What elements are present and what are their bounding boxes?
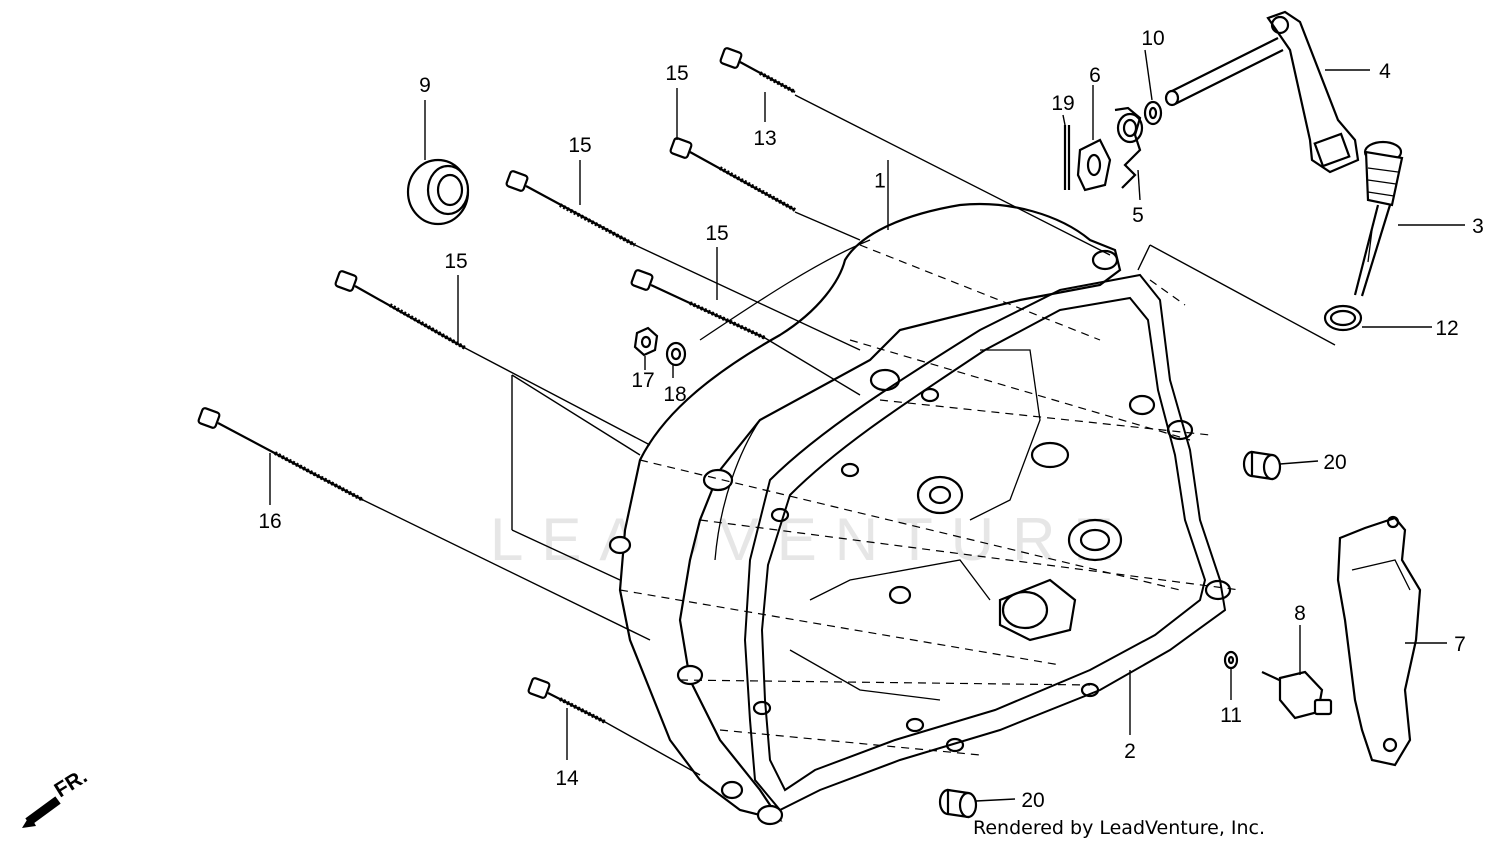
spring-5[interactable] — [1114, 106, 1144, 189]
callout-3[interactable]: 3 — [1472, 215, 1484, 238]
bolt-13[interactable] — [719, 47, 796, 94]
bolt-15-top[interactable] — [669, 137, 796, 212]
callout-4[interactable]: 4 — [1379, 60, 1391, 83]
callout-16[interactable]: 16 — [258, 510, 281, 533]
neutral-switch-8[interactable] — [1261, 670, 1333, 720]
dowel-collar-20-upper[interactable] — [1242, 450, 1282, 481]
front-direction-arrow: FR. — [22, 765, 91, 828]
callout-6[interactable]: 6 — [1089, 64, 1101, 87]
bolt-15-middle[interactable] — [630, 269, 766, 340]
callout-5[interactable]: 5 — [1132, 204, 1144, 227]
nut-17[interactable] — [633, 326, 659, 357]
dowel-collar-20-lower[interactable] — [938, 788, 978, 819]
callout-13[interactable]: 13 — [753, 127, 776, 150]
callout-20-upper[interactable]: 20 — [1323, 451, 1346, 474]
shift-arm-4[interactable] — [1164, 10, 1360, 174]
callout-19[interactable]: 19 — [1051, 92, 1074, 115]
washer-18[interactable] — [665, 341, 687, 367]
leader-lines — [362, 94, 1336, 776]
callout-11[interactable]: 11 — [1220, 704, 1242, 727]
cover-plate-7[interactable] — [1336, 515, 1422, 767]
callout-15-long[interactable]: 15 — [568, 134, 591, 157]
oil-seal-9[interactable] — [406, 158, 470, 226]
callout-17[interactable]: 17 — [631, 369, 654, 392]
callout-12[interactable]: 12 — [1435, 317, 1458, 340]
bolt-15-left[interactable] — [334, 270, 466, 350]
callout-14[interactable]: 14 — [555, 767, 579, 790]
callout-15-top[interactable]: 15 — [665, 62, 688, 85]
render-credit: Rendered by LeadVenture, Inc. — [973, 817, 1265, 839]
callout-7[interactable]: 7 — [1454, 633, 1466, 656]
callout-leaders — [269, 49, 1465, 802]
callout-8[interactable]: 8 — [1294, 602, 1306, 625]
washer-11[interactable] — [1223, 650, 1239, 670]
cover-inner-details — [789, 349, 1123, 701]
oil-dipstick-3[interactable] — [1353, 140, 1404, 297]
callout-20-lower[interactable]: 20 — [1021, 789, 1044, 812]
gasket[interactable] — [743, 273, 1227, 812]
washer-10[interactable] — [1143, 100, 1163, 126]
callout-15-middle[interactable]: 15 — [705, 222, 728, 245]
bolt-16[interactable] — [197, 407, 364, 502]
assembly-lines — [619, 244, 1241, 756]
callout-labels: 1 2 3 4 5 6 7 8 9 10 11 12 13 14 15 15 1… — [258, 27, 1484, 812]
watermark: LEADVENTURE — [490, 506, 1131, 573]
pin-19[interactable] — [1063, 125, 1071, 190]
callout-18[interactable]: 18 — [663, 383, 686, 406]
callout-15-left[interactable]: 15 — [444, 250, 467, 273]
callout-9[interactable]: 9 — [419, 74, 431, 97]
bolt-14[interactable] — [527, 677, 606, 724]
callout-10[interactable]: 10 — [1141, 27, 1164, 50]
callout-1[interactable]: 1 — [874, 170, 886, 193]
front-direction-label: FR. — [50, 765, 91, 802]
o-ring-12[interactable] — [1323, 304, 1363, 332]
bracket-6[interactable] — [1076, 138, 1112, 192]
bolt-15-long[interactable] — [505, 170, 636, 247]
callout-2[interactable]: 2 — [1124, 740, 1136, 763]
